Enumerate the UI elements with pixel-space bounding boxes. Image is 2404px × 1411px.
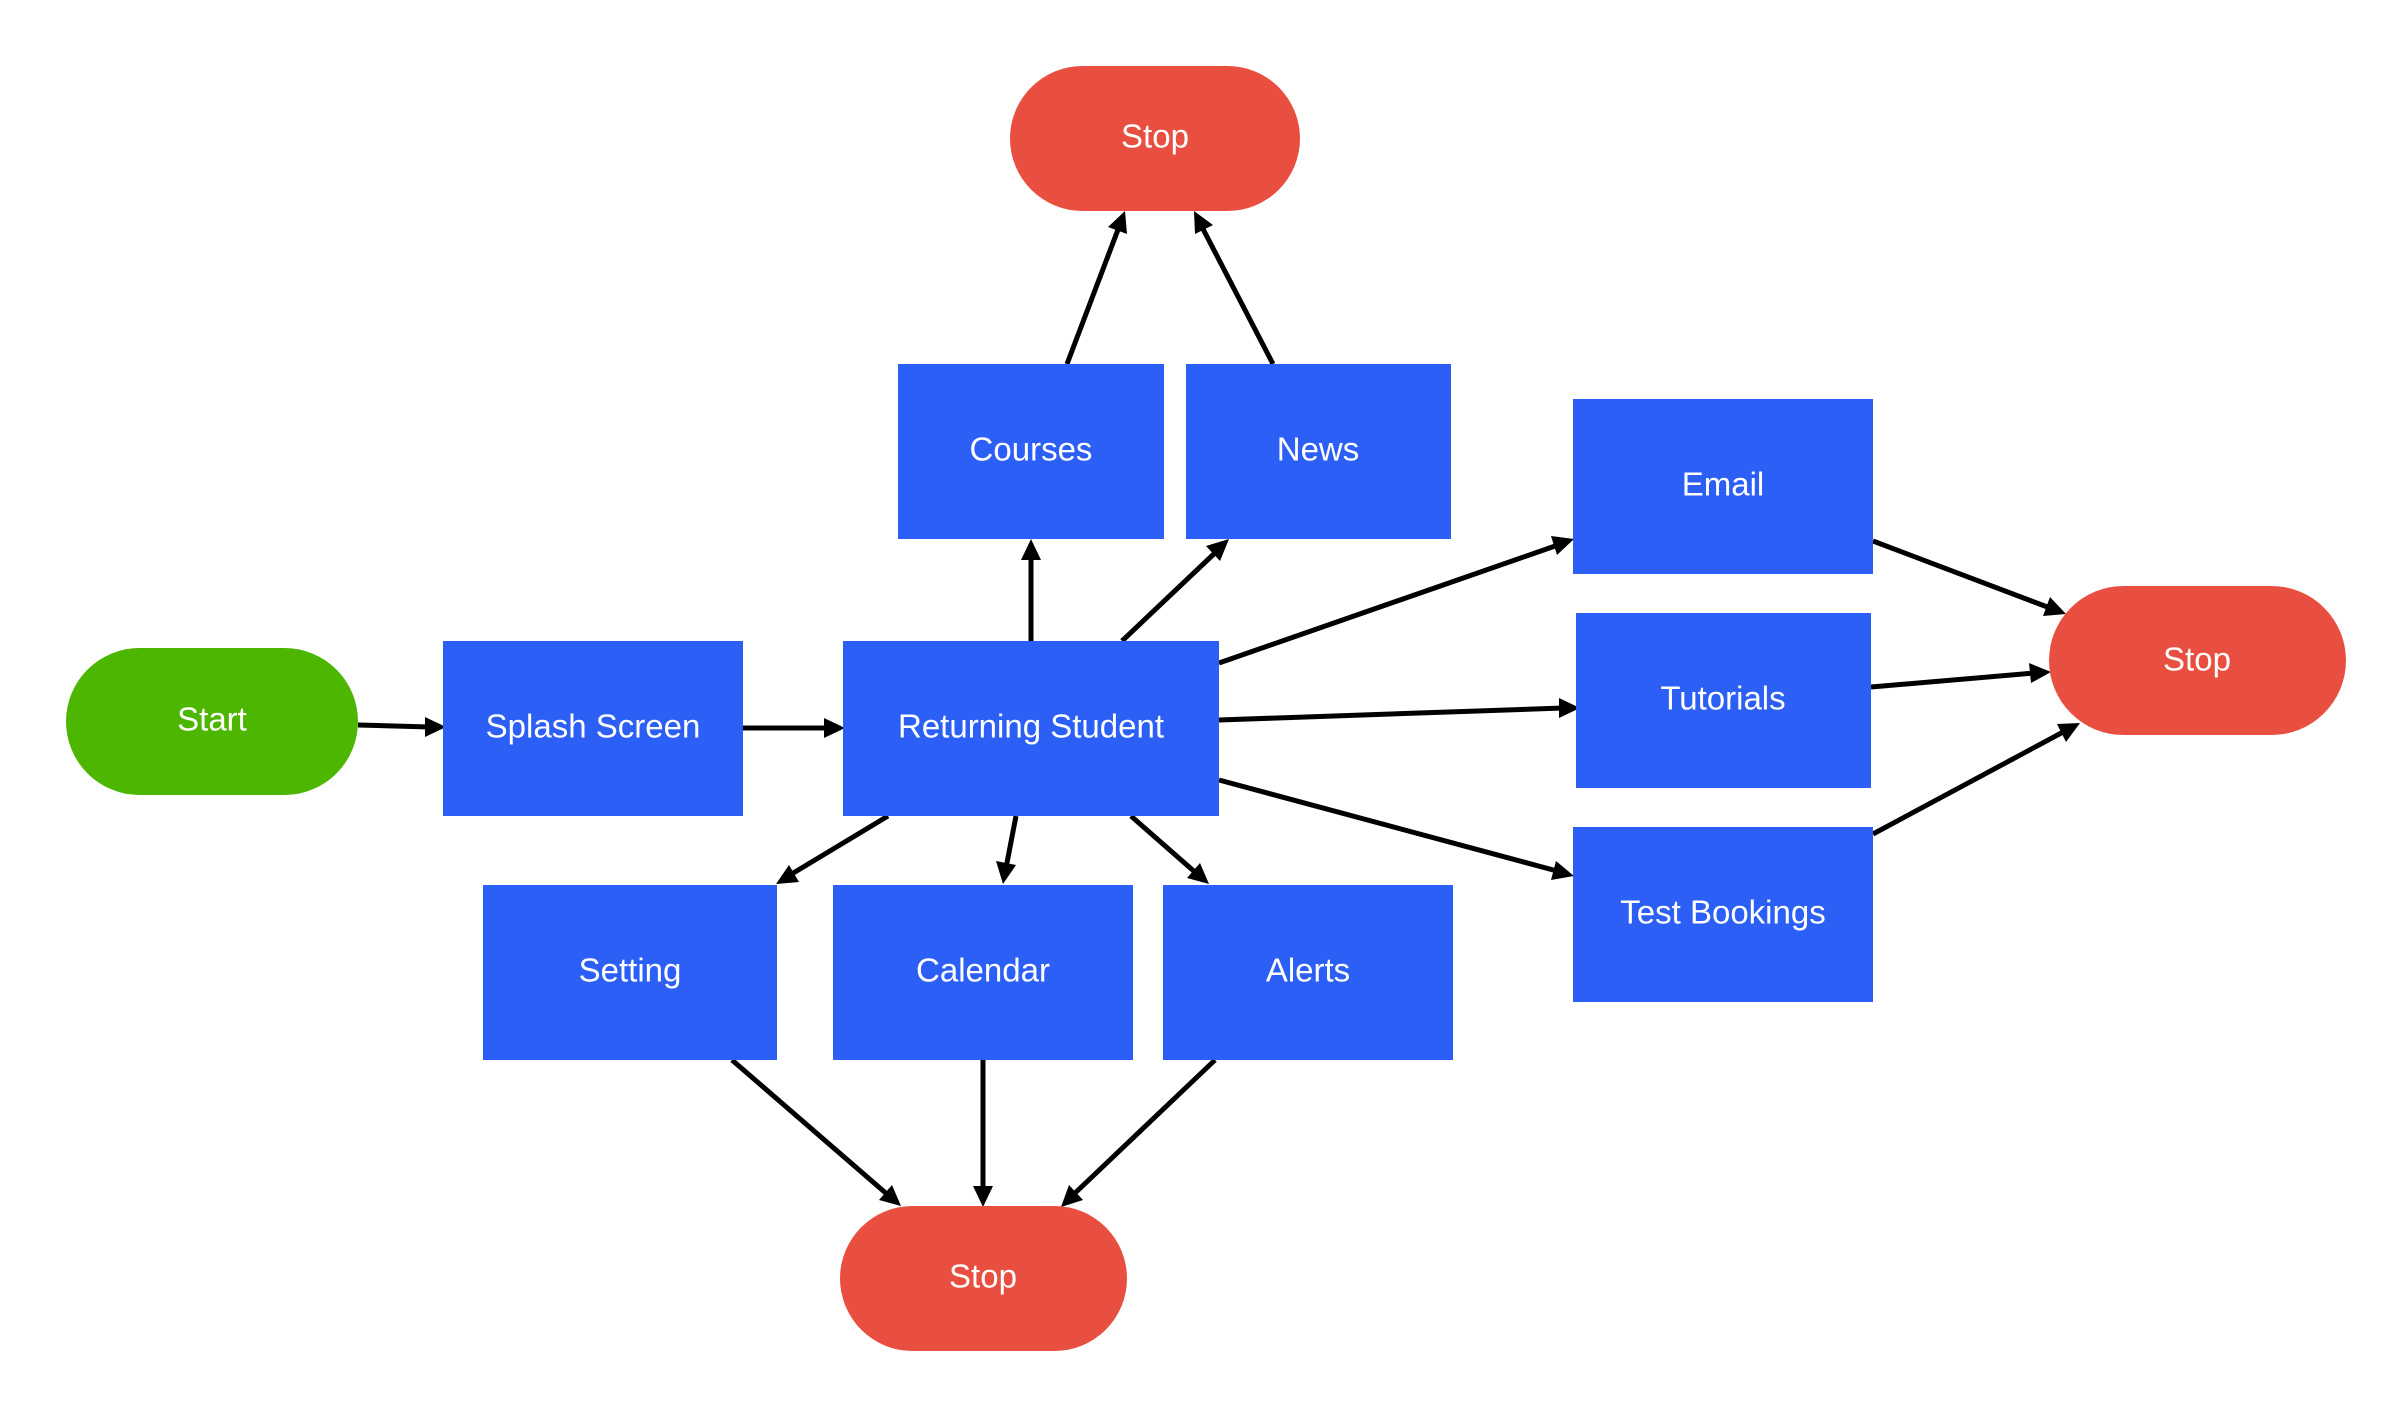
process-test-bookings-shape	[1573, 827, 1873, 1002]
process-splash-screen: Splash Screen	[443, 641, 743, 816]
process-email-shape	[1573, 399, 1873, 574]
process-alerts-label: Alerts	[1266, 952, 1350, 989]
arrowhead-courses-stop	[1108, 211, 1127, 234]
terminal-stop-bottom-label: Stop	[949, 1258, 1017, 1295]
terminal-stop-top-shape	[1010, 66, 1300, 211]
process-returning-student-shape	[843, 641, 1219, 816]
process-setting-label: Setting	[579, 952, 682, 989]
process-returning-student-label: Returning Student	[898, 708, 1164, 745]
process-tutorials-shape	[1576, 613, 1871, 788]
arrowhead-returning-news	[1206, 539, 1229, 561]
process-setting: Setting	[483, 885, 777, 1060]
terminal-start-shape	[66, 648, 358, 795]
edge-returning-testbookings	[1218, 777, 1558, 874]
process-calendar: Calendar	[833, 885, 1133, 1060]
process-splash-screen-shape	[443, 641, 743, 816]
edge-testbookings-stop	[1871, 728, 2067, 837]
edge-alerts-stop	[1071, 1058, 1217, 1197]
arrowhead-tutorials-stop	[2029, 663, 2051, 683]
arrowhead-testbookings-stop	[2057, 723, 2080, 742]
process-email-label: Email	[1682, 466, 1765, 503]
arrowhead-returning-courses	[1021, 539, 1041, 560]
terminal-stop-bottom: Stop	[840, 1206, 1127, 1351]
edge-email-stop	[1872, 538, 2051, 611]
edge-returning-calendar	[1003, 815, 1019, 869]
process-news: News	[1186, 364, 1451, 539]
process-setting-shape	[483, 885, 777, 1060]
arrowhead-returning-testbookings	[1551, 861, 1574, 880]
arrowhead-returning-tutorials	[1559, 698, 1580, 718]
process-news-shape	[1186, 364, 1451, 539]
terminal-stop-right: Stop	[2049, 586, 2346, 735]
process-email: Email	[1573, 399, 1873, 574]
process-test-bookings: Test Bookings	[1573, 827, 1873, 1002]
process-calendar-shape	[833, 885, 1133, 1060]
edge-courses-stop	[1064, 226, 1122, 365]
terminal-start-label: Start	[177, 701, 247, 738]
edge-setting-stop	[730, 1058, 890, 1197]
arrowhead-start-splash	[425, 717, 446, 737]
process-courses-label: Courses	[970, 431, 1093, 468]
process-tutorials: Tutorials	[1576, 613, 1871, 788]
process-courses: Courses	[898, 364, 1164, 539]
process-news-label: News	[1277, 431, 1360, 468]
edge-returning-tutorials	[1218, 705, 1564, 723]
arrowhead-splash-returning	[824, 718, 845, 738]
arrowhead-returning-setting	[776, 865, 799, 884]
process-tutorials-label: Tutorials	[1660, 680, 1785, 717]
terminal-stop-right-label: Stop	[2163, 641, 2231, 678]
terminal-stop-top-label: Stop	[1121, 118, 1189, 155]
edge-news-stop	[1199, 225, 1276, 366]
arrowhead-news-stop	[1194, 211, 1213, 234]
terminal-start: Start	[66, 648, 358, 795]
arrowhead-returning-alerts	[1187, 863, 1209, 884]
edge-start-splash	[357, 722, 431, 730]
edge-returning-alerts	[1129, 814, 1198, 875]
terminal-stop-right-shape	[2049, 586, 2346, 735]
process-alerts-shape	[1163, 885, 1453, 1060]
arrowhead-returning-email	[1551, 536, 1574, 555]
arrowhead-returning-calendar	[996, 861, 1016, 884]
process-returning-student: Returning Student	[843, 641, 1219, 816]
terminal-stop-bottom-shape	[840, 1206, 1127, 1351]
edge-returning-news	[1120, 549, 1219, 643]
arrowhead-calendar-stop	[973, 1186, 993, 1207]
edge-tutorials-stop	[1870, 670, 2035, 690]
terminal-stop-top: Stop	[1010, 66, 1300, 211]
edges	[357, 211, 2080, 1207]
edge-returning-email	[1218, 542, 1559, 666]
edge-returning-setting	[788, 813, 890, 878]
process-splash-screen-label: Splash Screen	[486, 708, 701, 745]
arrowhead-setting-stop	[879, 1185, 901, 1206]
arrowhead-alerts-stop	[1061, 1185, 1083, 1207]
process-calendar-label: Calendar	[916, 952, 1050, 989]
process-courses-shape	[898, 364, 1164, 539]
process-test-bookings-label: Test Bookings	[1620, 894, 1825, 931]
process-alerts: Alerts	[1163, 885, 1453, 1060]
arrowhead-email-stop	[2043, 597, 2066, 616]
